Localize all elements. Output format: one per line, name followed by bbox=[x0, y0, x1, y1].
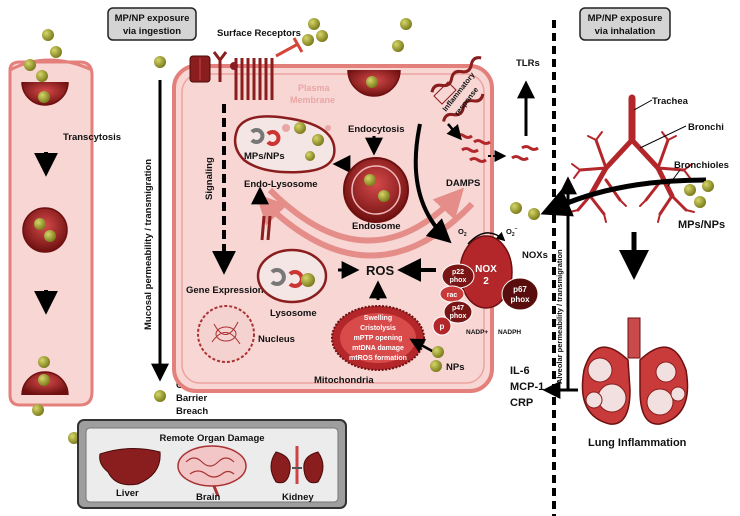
svg-text:via ingestion: via ingestion bbox=[123, 26, 181, 37]
transcytosis-vesicle-top bbox=[21, 70, 69, 106]
nps-label: NPs bbox=[446, 362, 464, 373]
mps-nps-inside-label: MPs/NPs bbox=[244, 151, 285, 162]
svg-text:O2−: O2− bbox=[506, 226, 518, 238]
svg-text:MCP-1: MCP-1 bbox=[510, 381, 544, 393]
brain-icon bbox=[177, 445, 247, 497]
bronchi-pointer bbox=[639, 125, 687, 149]
plasma-label: Plasma bbox=[298, 83, 331, 93]
nucleus bbox=[197, 305, 255, 363]
inhibit-symbol bbox=[275, 37, 304, 58]
bronchi-label: Bronchi bbox=[688, 122, 724, 133]
signaling-label: Signaling bbox=[204, 157, 215, 200]
nox-complex: NOX 2 p22 phox rac p47 phox p p67 phox bbox=[432, 235, 539, 336]
liver-label: Liver bbox=[116, 488, 139, 499]
particles-to-cell bbox=[510, 202, 540, 220]
noxs-label: NOXs bbox=[522, 250, 548, 261]
surface-receptors-label: Surface Receptors bbox=[217, 28, 301, 39]
svg-text:p47: p47 bbox=[452, 305, 464, 312]
svg-text:phox: phox bbox=[510, 295, 530, 304]
mucosal-label: Mucosal permeability / transmigration bbox=[143, 159, 154, 330]
inflamed-lungs bbox=[581, 317, 689, 425]
particles-top bbox=[302, 18, 412, 52]
svg-text:mtDNA damage: mtDNA damage bbox=[352, 345, 404, 352]
bronchial-tree bbox=[569, 94, 695, 223]
svg-text:p22: p22 bbox=[452, 269, 464, 276]
lysosome-label: Lysosome bbox=[270, 308, 317, 319]
nucleus-label: Nucleus bbox=[258, 334, 295, 345]
endocytosis-label: Endocytosis bbox=[348, 124, 405, 135]
lysosome bbox=[256, 215, 328, 304]
membrane-label: Membrane bbox=[290, 95, 335, 105]
svg-text:p67: p67 bbox=[513, 285, 527, 294]
particles-right bbox=[684, 180, 714, 208]
svg-text:MP/NP exposure: MP/NP exposure bbox=[115, 13, 190, 24]
svg-text:Remote Organ Damage: Remote Organ Damage bbox=[159, 433, 264, 444]
cytokines: IL-6 MCP-1 CRP bbox=[510, 365, 544, 409]
svg-text:NOX: NOX bbox=[475, 264, 497, 275]
svg-text:Cristolysis: Cristolysis bbox=[360, 325, 396, 332]
svg-text:Swelling: Swelling bbox=[364, 315, 392, 322]
surface-receptors bbox=[189, 51, 274, 100]
kidney-label: Kidney bbox=[282, 492, 314, 503]
endosome bbox=[343, 157, 409, 223]
alveolar-label: Alveolar permeability / transmigration bbox=[555, 249, 564, 384]
tlr-receptor-1 bbox=[430, 56, 485, 122]
tlrs-label: TLRs bbox=[516, 58, 540, 69]
tlr-to-damps-arrow bbox=[446, 123, 462, 141]
particles-left bbox=[24, 29, 166, 444]
kidney-icon bbox=[270, 446, 324, 484]
endocytosis-vesicle bbox=[347, 69, 401, 97]
ros-label: ROS bbox=[366, 263, 395, 278]
o2-labels: O2 O2− bbox=[458, 226, 518, 245]
transcytosis-vesicle-mid bbox=[22, 207, 68, 253]
gene-expression-label: Gene Expression bbox=[186, 285, 264, 296]
svg-text:Barrier: Barrier bbox=[176, 393, 207, 404]
svg-text:mPTP opening: mPTP opening bbox=[354, 335, 403, 342]
tlr-to-nox-arrow bbox=[413, 123, 452, 244]
svg-text:rac: rac bbox=[447, 292, 458, 299]
bronchioles-label: Bronchioles bbox=[674, 160, 729, 171]
transcytosis-label: Transcytosis bbox=[63, 132, 121, 143]
mps-nps-right-label: MPs/NPs bbox=[678, 219, 725, 231]
svg-text:p: p bbox=[440, 322, 445, 331]
inhalation-arrow bbox=[540, 177, 707, 217]
endosome-label: Endosome bbox=[352, 221, 401, 232]
ingestion-box: MP/NP exposure via ingestion bbox=[107, 7, 197, 41]
damps bbox=[455, 133, 539, 163]
trachea-label: Trachea bbox=[652, 96, 689, 107]
liver-icon bbox=[99, 448, 161, 486]
mitochondria: Swelling Cristolysis mPTP opening mtDNA … bbox=[331, 305, 425, 371]
mitochondria-label: Mitochondria bbox=[314, 375, 374, 386]
nps-arrow bbox=[409, 338, 435, 354]
svg-text:mtROS formation: mtROS formation bbox=[349, 355, 407, 362]
svg-text:IL-6: IL-6 bbox=[510, 365, 530, 377]
svg-text:via inhalation: via inhalation bbox=[595, 26, 656, 37]
brain-label: Brain bbox=[196, 492, 220, 503]
endo-lysosome-label: Endo-Lysosome bbox=[244, 179, 318, 190]
svg-text:MP/NP exposure: MP/NP exposure bbox=[588, 13, 663, 24]
endo-lysosome bbox=[233, 115, 336, 174]
trachea-pointer bbox=[633, 99, 653, 111]
svg-text:CRP: CRP bbox=[510, 397, 533, 409]
svg-text:O2: O2 bbox=[458, 227, 467, 238]
nadph-label: NADPH bbox=[498, 329, 521, 336]
damps-label: DAMPS bbox=[446, 178, 480, 189]
inhalation-box: MP/NP exposure via inhalation bbox=[579, 7, 671, 41]
svg-text:Breach: Breach bbox=[176, 406, 208, 417]
lung-inflammation-label: Lung Inflammation bbox=[588, 437, 687, 449]
svg-text:phox: phox bbox=[450, 277, 467, 284]
svg-text:phox: phox bbox=[450, 313, 467, 320]
nadp-label: NADP+ bbox=[466, 329, 488, 336]
transcytosis-vesicle-bottom bbox=[21, 356, 69, 396]
svg-text:2: 2 bbox=[483, 276, 489, 287]
nps-particles bbox=[430, 346, 444, 372]
